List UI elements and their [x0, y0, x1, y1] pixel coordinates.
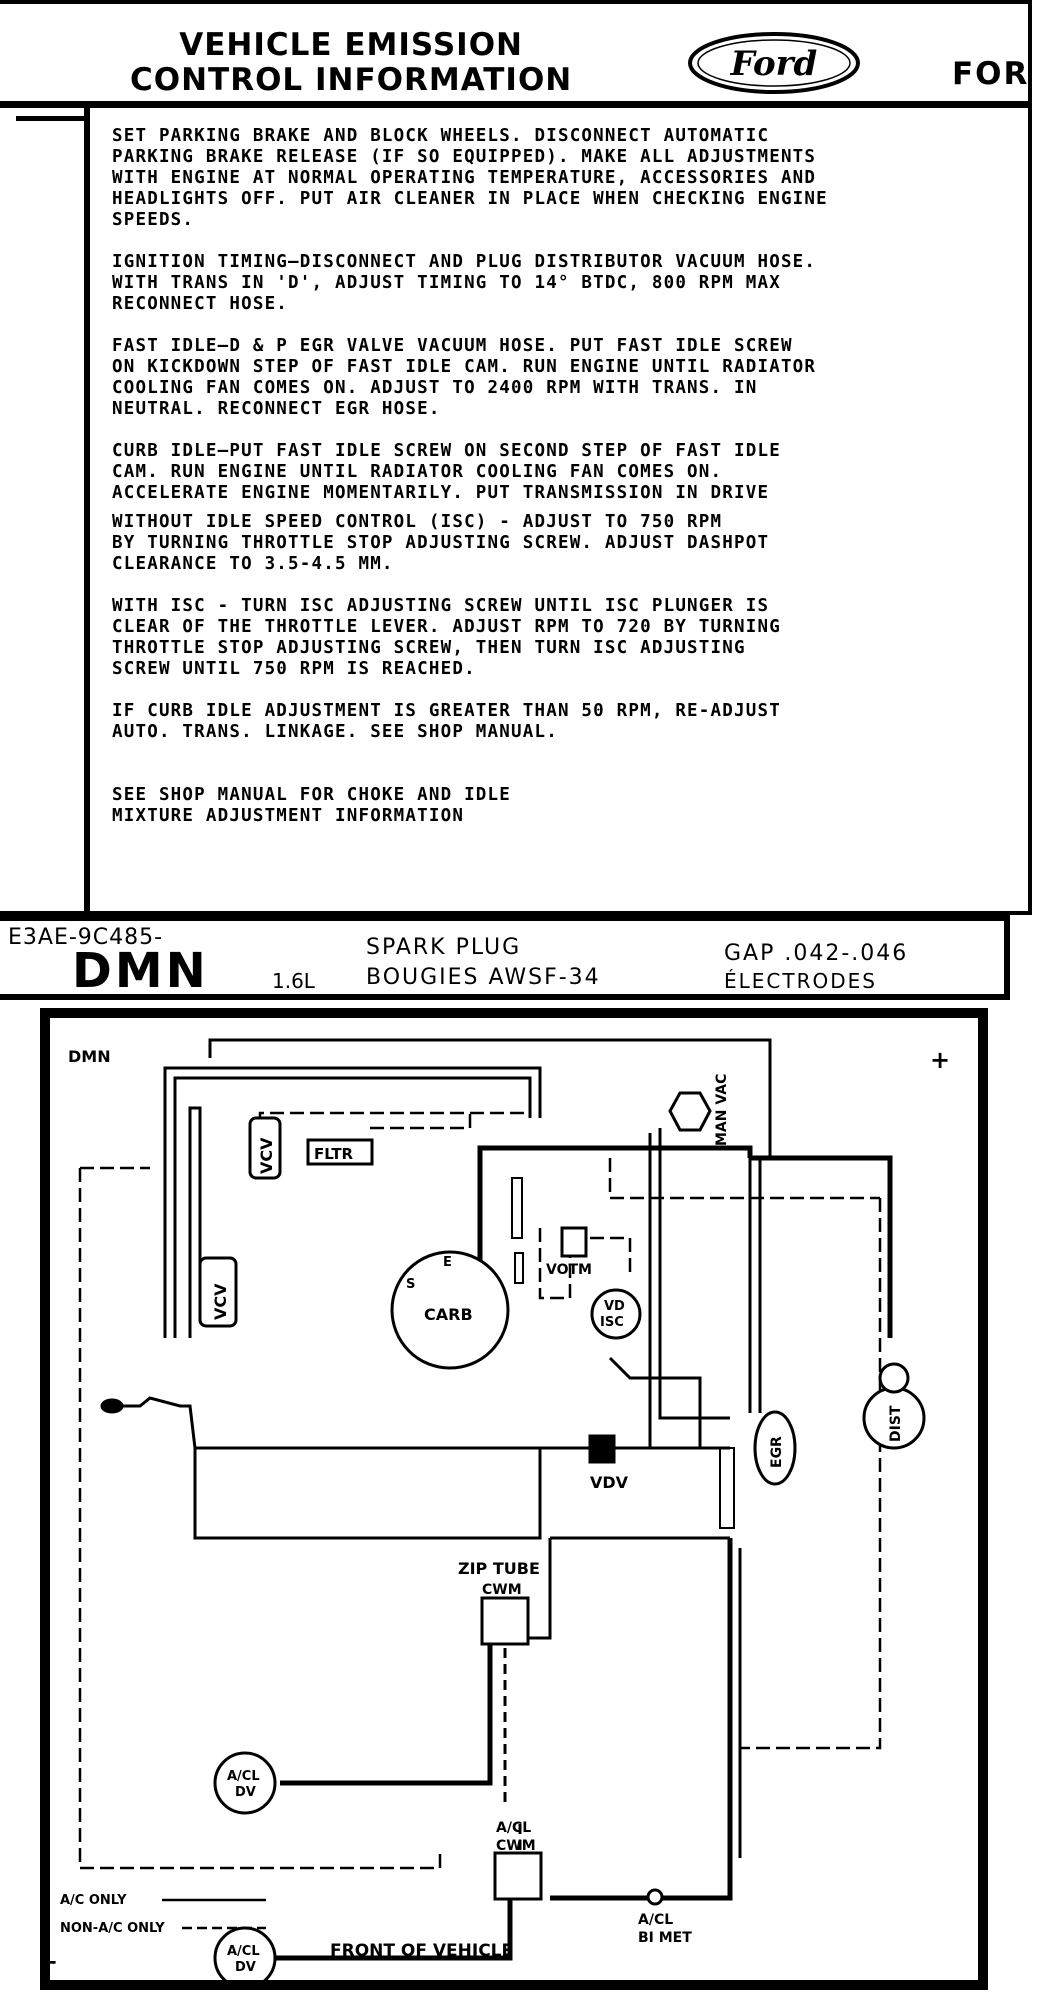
acl-cwm: [493, 1851, 543, 1901]
legend-non-ac-only: NON-A/C ONLY: [60, 1921, 165, 1936]
vcv-upper-valve: [248, 1116, 282, 1180]
instruction-with-isc: WITH ISC - TURN ISC ADJUSTING SCREW UNTI…: [112, 596, 781, 679]
label-fltr: FLTR: [314, 1145, 354, 1163]
label-zip-tube: ZIP TUBE: [458, 1559, 540, 1578]
front-of-vehicle: FRONT OF VEHICLE: [330, 1941, 513, 1961]
ford-logo-text: Ford: [730, 44, 818, 84]
instructions-text: SET PARKING BRAKE AND BLOCK WHEELS. DISC…: [112, 126, 1012, 848]
label-title: VEHICLE EMISSION CONTROL INFORMATION: [130, 28, 572, 98]
plus-mark-bottom: +: [50, 1948, 58, 1976]
hose-manvac-down: [658, 1128, 730, 1420]
hose-bimet: [550, 1538, 733, 1901]
hose-vcv-lower-upper: [163, 1066, 542, 1338]
label-acl-cwm-2: CWM: [496, 1838, 536, 1854]
hose-lower-loop: [193, 1448, 542, 1540]
margin-rule: [16, 116, 90, 121]
label-egr: EGR: [769, 1436, 785, 1468]
hose-top-loop: [208, 1038, 772, 1158]
acl-bimet-sensor: [646, 1888, 664, 1906]
label-acl-dv-lower-2: DV: [235, 1960, 256, 1975]
label-acl-cwm-1: A/CL: [496, 1820, 531, 1836]
vdv-valve: [588, 1434, 616, 1464]
instruction-linkage: IF CURB IDLE ADJUSTMENT IS GREATER THAN …: [112, 701, 781, 742]
left-margin-column: [0, 108, 90, 915]
vcv-lower-valve: [198, 1256, 238, 1328]
calibration-code: DMN: [72, 943, 209, 999]
label-acl-dv-upper-2: DV: [235, 1785, 256, 1800]
label-vcv-lower: VCV: [211, 1283, 230, 1320]
label-man-vac: MAN VAC: [714, 1074, 730, 1146]
cwm-upper: [480, 1596, 530, 1646]
label-acl-dv-upper-1: A/CL: [227, 1769, 260, 1784]
hose-acl-cwm-dv: [270, 1898, 513, 1961]
part-code: E3AE-9C485-: [8, 925, 164, 950]
label-header: VEHICLE EMISSION CONTROL INFORMATION For…: [0, 4, 1032, 108]
diagram-code: DMN: [68, 1047, 111, 1066]
emission-label-upper: VEHICLE EMISSION CONTROL INFORMATION For…: [0, 0, 1032, 915]
filter: [306, 1138, 374, 1166]
egr-valve: [753, 1410, 797, 1486]
manifold-vacuum-fitting: [668, 1091, 712, 1132]
hose-to-dist: [750, 1155, 893, 1338]
engine-displacement: 1.6L: [272, 969, 315, 993]
label-acl-bimet-1: A/CL: [638, 1912, 673, 1928]
carburetor: [390, 1250, 510, 1370]
plug-gap: GAP .042-.046: [724, 941, 909, 966]
vd-isc-valve: [590, 1288, 642, 1340]
header-right-text: FOR: [952, 56, 1030, 92]
instruction-ignition-timing: IGNITION TIMING—DISCONNECT AND PLUG DIST…: [112, 252, 817, 314]
hose-non-ac-left: [78, 1168, 442, 1870]
instruction-general: SET PARKING BRAKE AND BLOCK WHEELS. DISC…: [112, 126, 828, 230]
legend-ac-only: A/C ONLY: [60, 1893, 127, 1908]
label-isc: ISC: [600, 1315, 624, 1330]
acl-dv-upper: [213, 1751, 277, 1815]
ford-logo: Ford: [688, 32, 860, 94]
label-carb: CARB: [424, 1305, 473, 1324]
plus-mark-top: +: [930, 1046, 950, 1074]
instruction-curb-idle: CURB IDLE—PUT FAST IDLE SCREW ON SECOND …: [112, 441, 781, 503]
vacuum-diagram-svg: DMN + + VCV FLTR VCV MAN VAC CARB S E VO…: [50, 1038, 950, 1980]
spark-plug-label: SPARK PLUG: [366, 935, 522, 960]
label-port-s: S: [406, 1277, 415, 1292]
label-vd: VD: [604, 1299, 625, 1314]
plug-gap-fr: ÉLECTRODES: [724, 969, 877, 993]
label-vcv-upper: VCV: [257, 1137, 276, 1174]
instruction-fast-idle: FAST IDLE—D & P EGR VALVE VACUUM HOSE. P…: [112, 336, 817, 419]
spark-plug-spec: BOUGIES AWSF-34: [366, 965, 601, 990]
label-dist: DIST: [888, 1405, 904, 1442]
vacuum-hose-diagram: DMN + + VCV FLTR VCV MAN VAC CARB S E VO…: [40, 1008, 988, 1990]
hose-cwm-dv: [280, 1638, 493, 1786]
label-votm: VOTM: [546, 1262, 592, 1278]
label-cwm-upper: CWM: [482, 1582, 522, 1598]
label-port-e: E: [443, 1255, 452, 1270]
title-line-1: VEHICLE EMISSION: [179, 27, 524, 63]
label-acl-bimet-2: BI MET: [638, 1930, 692, 1946]
title-line-2: CONTROL INFORMATION: [130, 62, 573, 98]
votm-valve: [560, 1226, 588, 1258]
spec-bar: E3AE-9C485- DMN 1.6L SPARK PLUG BOUGIES …: [0, 915, 1010, 1000]
hose-vdv: [110, 1396, 590, 1450]
instruction-without-isc: WITHOUT IDLE SPEED CONTROL (ISC) - ADJUS…: [112, 512, 770, 574]
label-acl-dv-lower-1: A/CL: [227, 1944, 260, 1959]
instruction-choke: SEE SHOP MANUAL FOR CHOKE AND IDLE MIXTU…: [112, 785, 512, 826]
hose-carb-manvac: [477, 1145, 753, 1313]
label-vdv: VDV: [590, 1473, 629, 1492]
